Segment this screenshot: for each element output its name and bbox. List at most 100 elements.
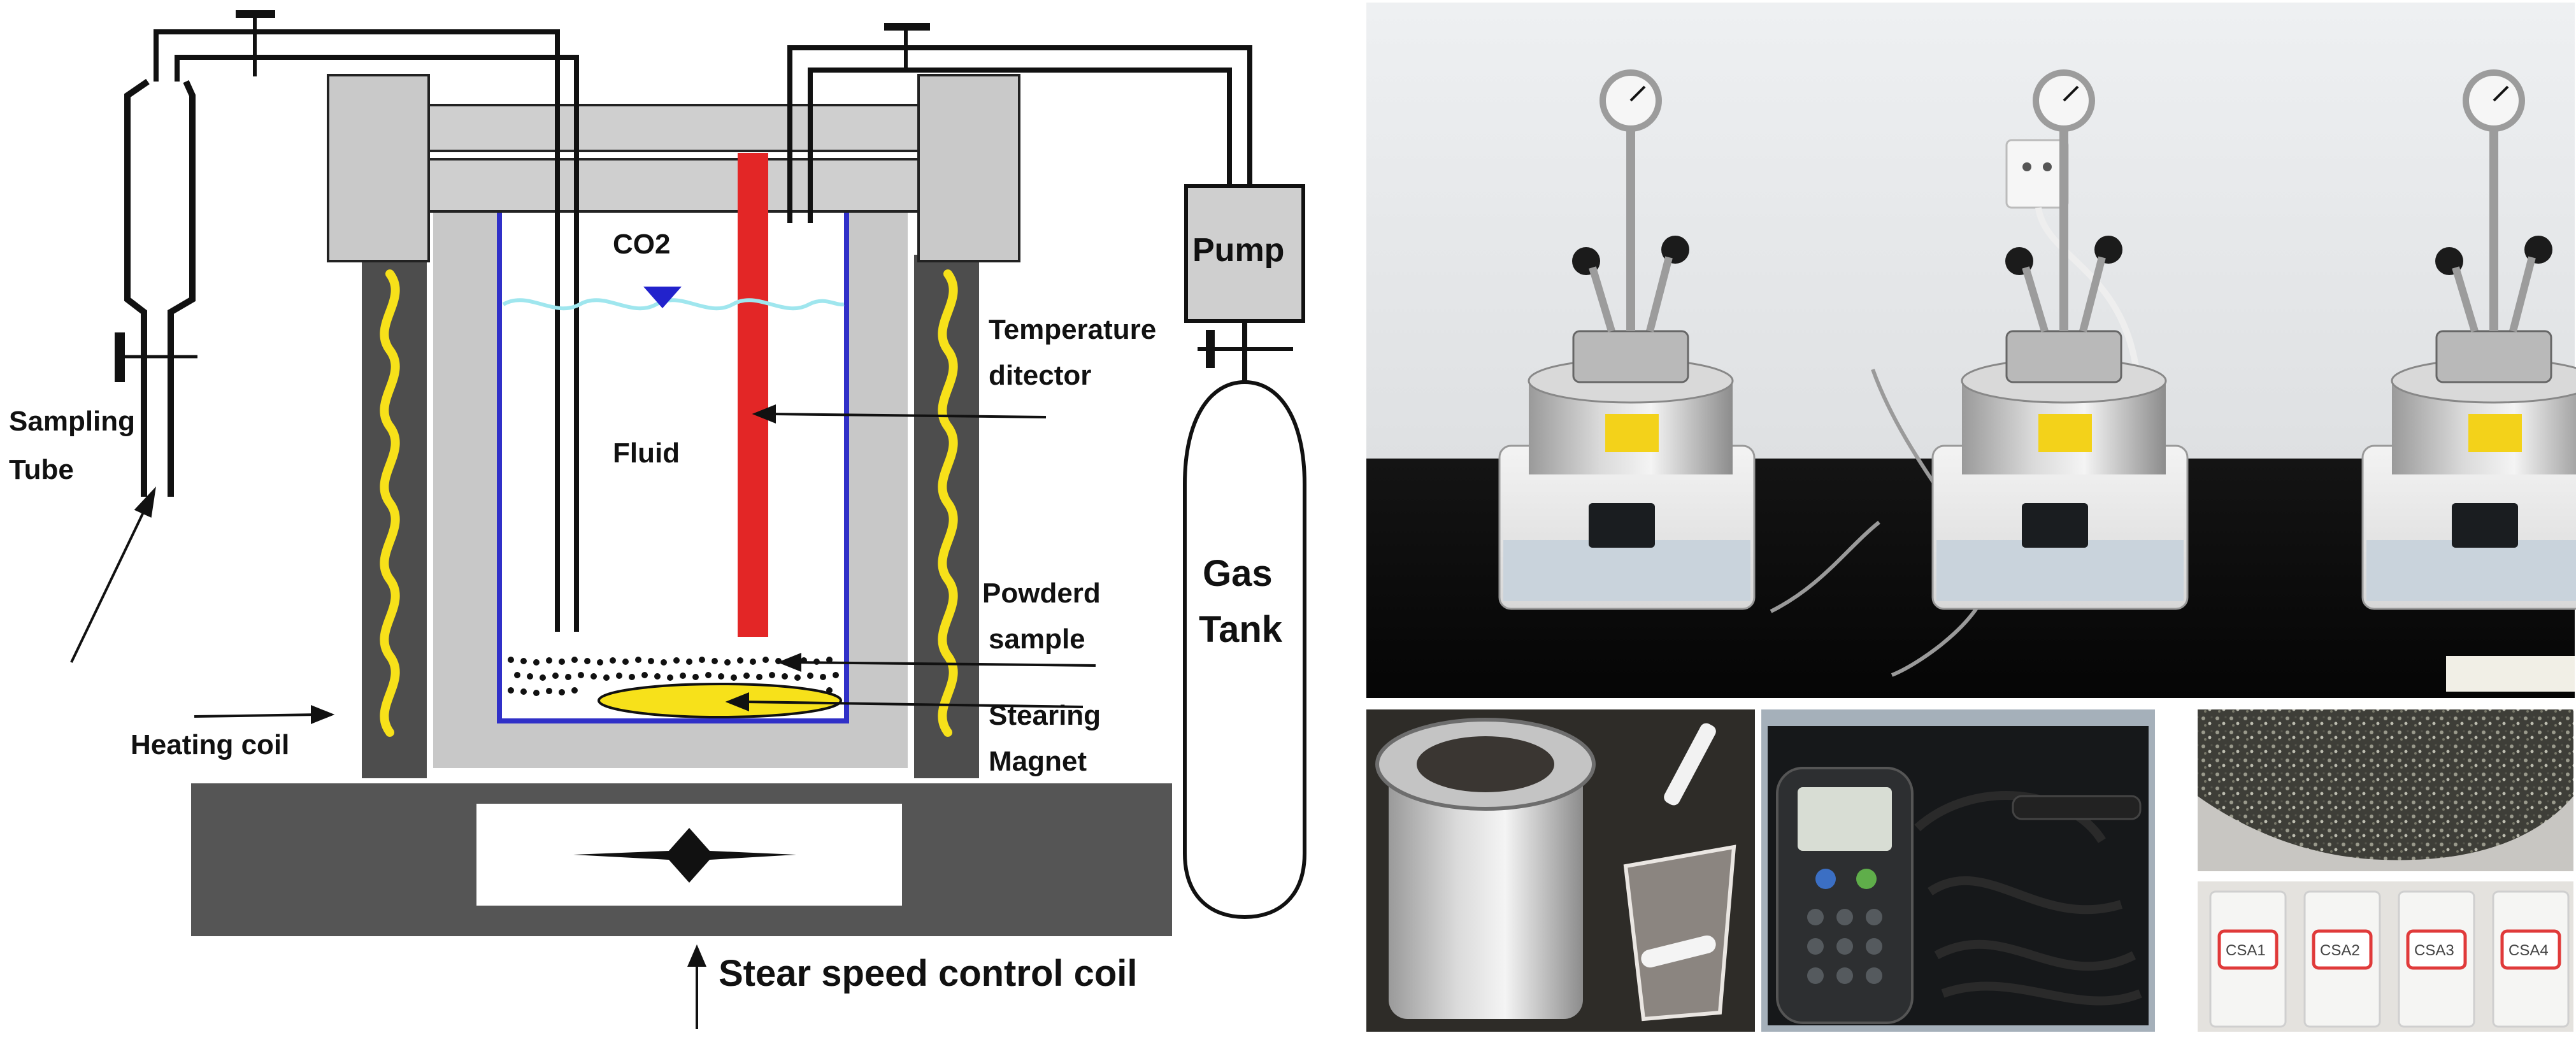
heating-coil-label: Heating coil [131, 729, 289, 760]
valve-stem-right [2079, 256, 2106, 332]
sampling-label-2: Tube [9, 454, 74, 485]
powder-dot [565, 674, 571, 680]
stir-bar-white [1641, 935, 1716, 968]
bag-label-frame [2217, 929, 2279, 970]
powder-dot [520, 688, 527, 695]
powder-dot [610, 657, 616, 664]
gauge-needle [2063, 85, 2079, 102]
powder-dot [533, 659, 540, 666]
powder-dot [603, 674, 610, 681]
powder-dot [571, 657, 578, 663]
powder-dot [724, 659, 731, 666]
key-1 [1807, 909, 1824, 925]
arrow-temperature [770, 413, 1047, 418]
liquid-level-line [502, 298, 845, 311]
arrow-heating [194, 713, 319, 718]
co2-level-marker [643, 287, 682, 308]
powder-dot [661, 659, 667, 666]
powder-dot [673, 657, 680, 664]
powder-dot [571, 687, 578, 694]
valve-stem-right [1646, 256, 1673, 332]
rock-sample [2198, 709, 2573, 860]
powder-dot [540, 674, 546, 681]
powder-dot [667, 674, 673, 681]
powder-dot [712, 658, 718, 664]
gas-tank-label-2: Tank [1199, 609, 1283, 650]
rock-photo [2198, 709, 2573, 871]
valve-knob-right [1661, 236, 1689, 264]
reactor-head [2005, 330, 2122, 383]
gas-line-outer [787, 45, 1252, 223]
clamp-block-left [327, 74, 430, 262]
valve-stem-left [1589, 266, 1615, 332]
powder-dot [578, 672, 584, 678]
powder-dot [527, 673, 533, 680]
powder-dot [782, 673, 788, 680]
valve-stem-right [2509, 256, 2536, 332]
key-2 [1836, 909, 1853, 925]
bag-label-frame [2406, 929, 2467, 970]
clamp-block-right [917, 74, 1020, 262]
arrow-sampling-head [134, 486, 156, 518]
arrow-temperature-head [752, 404, 776, 424]
temperature-label-2: ditector [989, 360, 1091, 391]
liner-cylinder [1389, 752, 1583, 1019]
powder-dot [699, 657, 705, 663]
control-panel [1503, 540, 1750, 601]
outlet-hole-1 [2022, 162, 2031, 171]
reactor-unit-3 [2361, 69, 2576, 610]
valve-knob-right [2524, 236, 2552, 264]
powder-label-2: sample [989, 623, 1085, 655]
bag-label-frame [2312, 929, 2373, 970]
sample-bag-2: CSA2 [2303, 890, 2381, 1028]
key-6 [1866, 938, 1882, 955]
probe-cable-2 [1770, 520, 1880, 613]
arrow-powder-head [777, 653, 801, 672]
warning-label [2468, 414, 2522, 452]
key-5 [1836, 938, 1853, 955]
sampling-tube-body [124, 78, 196, 497]
meter-photo [1761, 709, 2155, 1032]
stirring-label-2: Magnet [989, 746, 1087, 777]
electrode-probe [2012, 795, 2142, 820]
powder-dot [552, 673, 559, 679]
temperature-label-1: Temperature [989, 314, 1156, 345]
gauge-needle [1629, 85, 1646, 102]
reactor-unit-2 [1931, 69, 2189, 610]
powder-dot [769, 672, 775, 678]
display-screen [1589, 503, 1655, 548]
powder-dot [616, 673, 622, 679]
powder-dot [833, 672, 839, 678]
powder-dot [686, 659, 692, 665]
speed-coil-label: Stear speed control coil [719, 953, 1138, 994]
reactor-units [1498, 69, 2576, 610]
powder-dot [648, 658, 654, 664]
powder-dot [750, 659, 756, 665]
gauge-needle [2493, 85, 2509, 102]
warning-label [1605, 414, 1659, 452]
bag-label-frame [2500, 929, 2561, 970]
reactor-unit-1 [1498, 69, 1756, 610]
liner-photo [1366, 709, 1755, 1032]
temperature-detector-rod [738, 153, 768, 637]
powder-dot [731, 674, 737, 681]
powder-dot [590, 673, 597, 680]
heating-coil-left [380, 269, 400, 737]
powder-dot [807, 673, 813, 679]
powder-dot [533, 690, 540, 696]
powder-dot [794, 674, 801, 681]
powder-label-1: Powderd [982, 578, 1101, 609]
powder-dot [654, 673, 661, 680]
arrow-magnet [743, 701, 1084, 708]
glass-beaker [1623, 844, 1736, 1022]
sampling-label-1: Sampling [9, 406, 135, 437]
key-8 [1836, 967, 1853, 984]
gas-tank [1183, 380, 1306, 920]
powder-dot [641, 672, 648, 678]
fluid-label: Fluid [613, 438, 680, 469]
arrow-heating-head [311, 705, 335, 724]
arrow-magnet-head [725, 692, 749, 711]
meter-button-blue [1815, 869, 1836, 889]
powder-dot [559, 659, 565, 665]
